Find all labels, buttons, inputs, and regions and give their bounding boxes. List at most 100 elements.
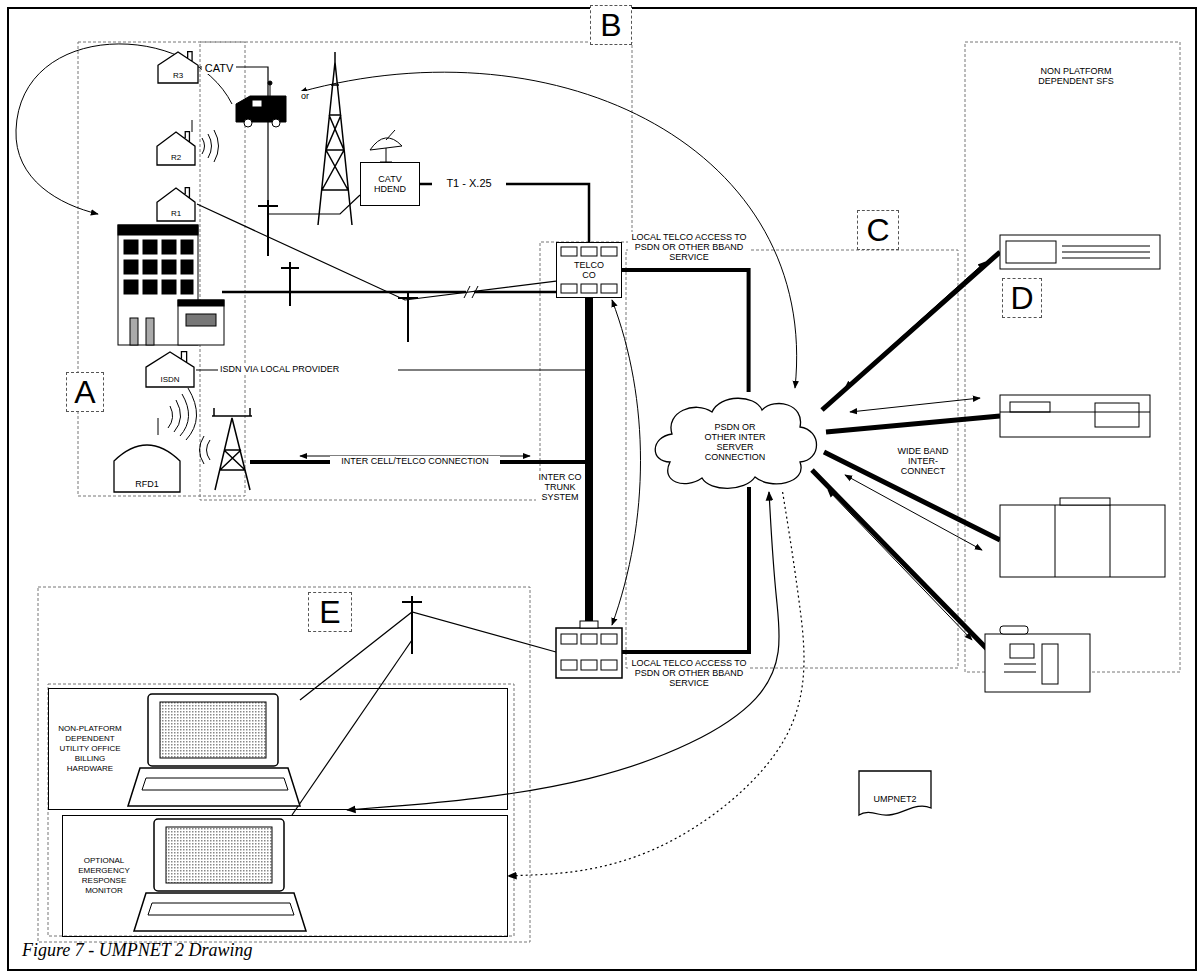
arrow-line	[16, 44, 985, 640]
van	[244, 119, 252, 127]
van	[270, 84, 271, 96]
connector-label: CATV	[202, 62, 236, 74]
wire	[222, 291, 466, 294]
laptop	[166, 827, 272, 883]
central-office	[581, 660, 597, 670]
region-letter: A	[66, 372, 104, 412]
laptop	[134, 893, 306, 931]
cell-tower	[212, 408, 252, 416]
server-hardware	[1000, 235, 1160, 269]
server-hardware	[1042, 644, 1058, 684]
server-hardware	[1010, 644, 1034, 658]
utility-pole	[281, 262, 299, 306]
central-office	[580, 621, 598, 628]
office-building	[178, 300, 224, 345]
office-building	[118, 225, 198, 235]
connector-label: T1 - X.25	[432, 177, 506, 189]
antenna-waves	[158, 418, 159, 435]
office-building	[181, 260, 193, 274]
office-building	[186, 314, 216, 326]
connector	[508, 492, 804, 876]
server-hardware	[1095, 403, 1139, 427]
region-letter: A	[74, 375, 95, 409]
radio-tower	[318, 62, 352, 225]
server-hardware	[1055, 505, 1110, 577]
antenna-waves	[168, 388, 197, 440]
outer-frame	[8, 8, 1196, 970]
document-tag: UMPNET2	[858, 770, 932, 818]
server-hardware	[1062, 246, 1150, 258]
node-label: RFD1	[135, 479, 159, 489]
office-building	[143, 260, 157, 274]
radio-tower	[334, 52, 336, 62]
node-label: UMPNET2	[873, 794, 916, 804]
group-heading: NON PLATFORM DEPENDENT SFS	[1020, 66, 1132, 86]
laptop	[142, 778, 288, 790]
figure-caption: Figure 7 - UMPNET 2 Drawing	[22, 940, 253, 961]
van	[236, 96, 286, 122]
switch-window	[581, 247, 597, 256]
office-building	[162, 240, 176, 254]
region-outline	[48, 684, 514, 936]
arrow-line	[300, 72, 797, 388]
region-outline	[200, 42, 632, 500]
office-building	[178, 300, 224, 306]
node-label: ISDN	[159, 375, 180, 384]
antenna-waves	[202, 130, 219, 162]
van	[272, 119, 280, 127]
laptop	[128, 694, 306, 931]
node-label: OPTIONAL EMERGENCY RESPONSE MONITOR	[67, 856, 141, 896]
laptop	[148, 903, 294, 915]
central-office	[601, 634, 617, 644]
arrow-line	[16, 44, 232, 214]
arrow-line	[845, 262, 985, 388]
central-office	[561, 634, 577, 644]
switch-window	[581, 284, 597, 293]
region-outline	[965, 42, 1180, 672]
laptop	[148, 694, 278, 766]
office-building	[181, 240, 193, 254]
node-label: R3	[172, 71, 184, 80]
terminal-box: NON-PLATFORM DEPENDENT UTILITY OFFICE BI…	[48, 688, 508, 810]
office-building	[124, 240, 138, 254]
central-office	[556, 621, 622, 678]
laptop	[128, 768, 300, 806]
line-label: INTER CELL/TELCO CONNECTION	[330, 456, 500, 466]
laptop	[154, 819, 284, 891]
trunk-label: INTER CO TRUNK SYSTEM	[536, 472, 584, 502]
server-hardware	[1006, 241, 1056, 263]
office-building	[162, 280, 176, 294]
wire	[196, 252, 1000, 815]
line-label: WIDE BAND INTER-CONNECT	[892, 446, 954, 476]
office-building	[124, 280, 138, 294]
office-building	[130, 318, 138, 345]
node-label: PSDN OR OTHER INTER SERVER CONNECTION	[704, 422, 766, 462]
residence-node: R1	[155, 186, 197, 222]
wire	[292, 640, 412, 815]
utility-pole	[258, 200, 422, 654]
region-letter: B	[590, 5, 632, 45]
office-building	[146, 318, 154, 345]
laptop	[160, 702, 266, 758]
wire	[474, 291, 556, 294]
node-label: R2	[170, 153, 182, 162]
office-building	[181, 280, 193, 294]
arrow-line	[845, 475, 982, 550]
office-building	[143, 240, 157, 254]
server-hardware	[985, 634, 1090, 692]
line-label: ISDN VIA LOCAL PROVIDER	[218, 364, 398, 374]
switch-window	[561, 247, 577, 256]
office-building	[124, 260, 138, 274]
satellite-dish	[370, 130, 402, 162]
server-hardware	[1000, 626, 1028, 634]
residence-node: ISDN	[144, 350, 196, 388]
terminal-box: OPTIONAL EMERGENCY RESPONSE MONITOR	[62, 815, 508, 937]
cell-tower	[215, 418, 250, 490]
office-building	[124, 240, 193, 294]
central-office	[581, 634, 597, 644]
cloud-outline	[655, 398, 816, 488]
switch-window	[561, 247, 617, 293]
server-hardware	[1060, 498, 1110, 505]
node-label: R1	[170, 209, 182, 218]
